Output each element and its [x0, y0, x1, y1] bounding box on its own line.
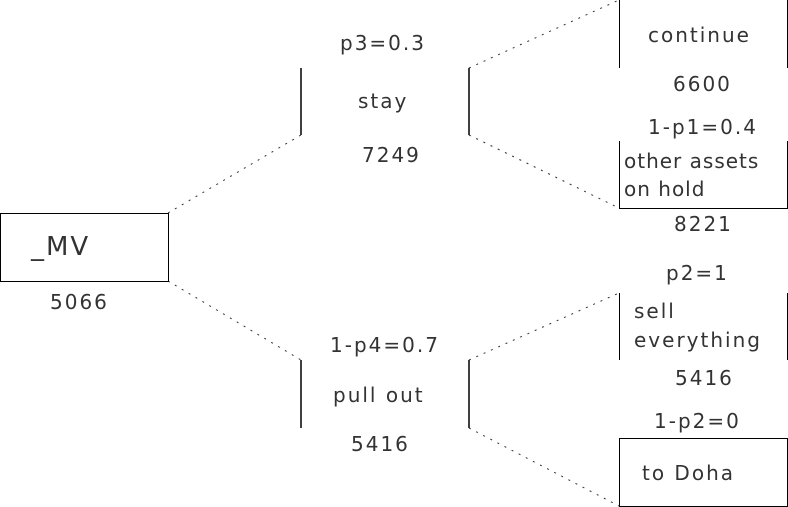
edge-pullout-doha [468, 427, 620, 507]
doha-label: to Doha [642, 461, 736, 485]
stay-value: 7249 [362, 143, 421, 167]
stay-prob: p3=0.3 [340, 31, 426, 55]
stay-label: stay [358, 89, 409, 113]
doha-node: to Doha [619, 438, 788, 507]
pullout-prob: 1-p4=0.7 [330, 333, 440, 357]
edge-root-pullout [167, 280, 302, 361]
other-label-2: on hold [624, 177, 706, 201]
edge-stay-continue [468, 0, 620, 69]
edge-stay-other [468, 134, 620, 209]
root-node: _MV [0, 213, 169, 282]
doha-prob: 1-p2=0 [654, 409, 741, 433]
other-label-1: other assets [624, 149, 760, 173]
pullout-label: pull out [333, 383, 425, 407]
other-assets-node: other assets on hold [619, 141, 788, 209]
sell-node: sell everything [619, 293, 788, 360]
continue-value: 6600 [673, 72, 732, 96]
other-value: 8221 [674, 212, 733, 236]
continue-label: continue [648, 23, 751, 47]
other-prob: 1-p1=0.4 [648, 115, 758, 139]
sell-value: 5416 [675, 366, 734, 390]
sell-prob: p2=1 [666, 261, 729, 285]
edge-pullout-sell [468, 292, 620, 361]
sell-label-1: sell [634, 299, 676, 323]
root-value: 5066 [50, 290, 109, 314]
root-label: _MV [31, 232, 91, 262]
sell-label-2: everything [634, 328, 762, 352]
edge-root-stay [167, 134, 302, 214]
continue-node: continue [619, 0, 788, 68]
pullout-value: 5416 [351, 432, 410, 456]
